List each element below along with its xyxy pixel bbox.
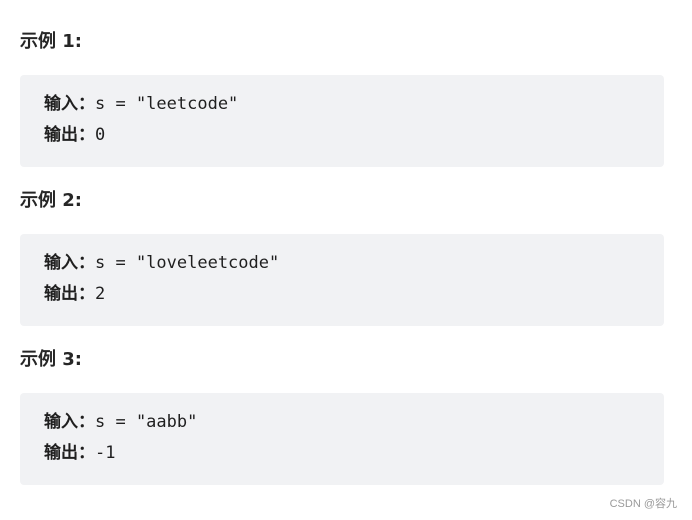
example-1-output-value: 0 [95, 125, 106, 145]
example-1-output-label: 输出： [44, 125, 95, 145]
csdn-watermark: CSDN @容九 [609, 498, 677, 510]
example-3-output-label: 输出： [44, 443, 95, 463]
example-1-code-block: 输入：s = "leetcode" 输出：0 [20, 75, 664, 167]
example-2-code-block: 输入：s = "loveleetcode" 输出：2 [20, 234, 664, 326]
example-3-input-label: 输入： [44, 412, 95, 432]
example-2-output-label: 输出： [44, 284, 95, 304]
example-2-input-label: 输入： [44, 253, 95, 273]
example-3-output-value: -1 [95, 443, 116, 463]
example-1-heading: 示例 1: [20, 31, 82, 52]
example-3-code-block: 输入：s = "aabb" 输出：-1 [20, 393, 664, 485]
example-2-input-value: s = "loveleetcode" [95, 253, 280, 273]
example-1-output-line: 输出：0 [44, 123, 664, 154]
example-1-input-line: 输入：s = "leetcode" [44, 92, 664, 123]
example-2-heading: 示例 2: [20, 190, 82, 211]
example-2-output-value: 2 [95, 284, 106, 304]
example-3-input-line: 输入：s = "aabb" [44, 410, 664, 441]
example-3-output-line: 输出：-1 [44, 441, 664, 472]
example-1-input-label: 输入： [44, 94, 95, 114]
example-1-input-value: s = "leetcode" [95, 94, 239, 114]
example-3-heading: 示例 3: [20, 349, 82, 370]
example-2-output-line: 输出：2 [44, 282, 664, 313]
example-2-input-line: 输入：s = "loveleetcode" [44, 251, 664, 282]
example-3-input-value: s = "aabb" [95, 412, 198, 432]
